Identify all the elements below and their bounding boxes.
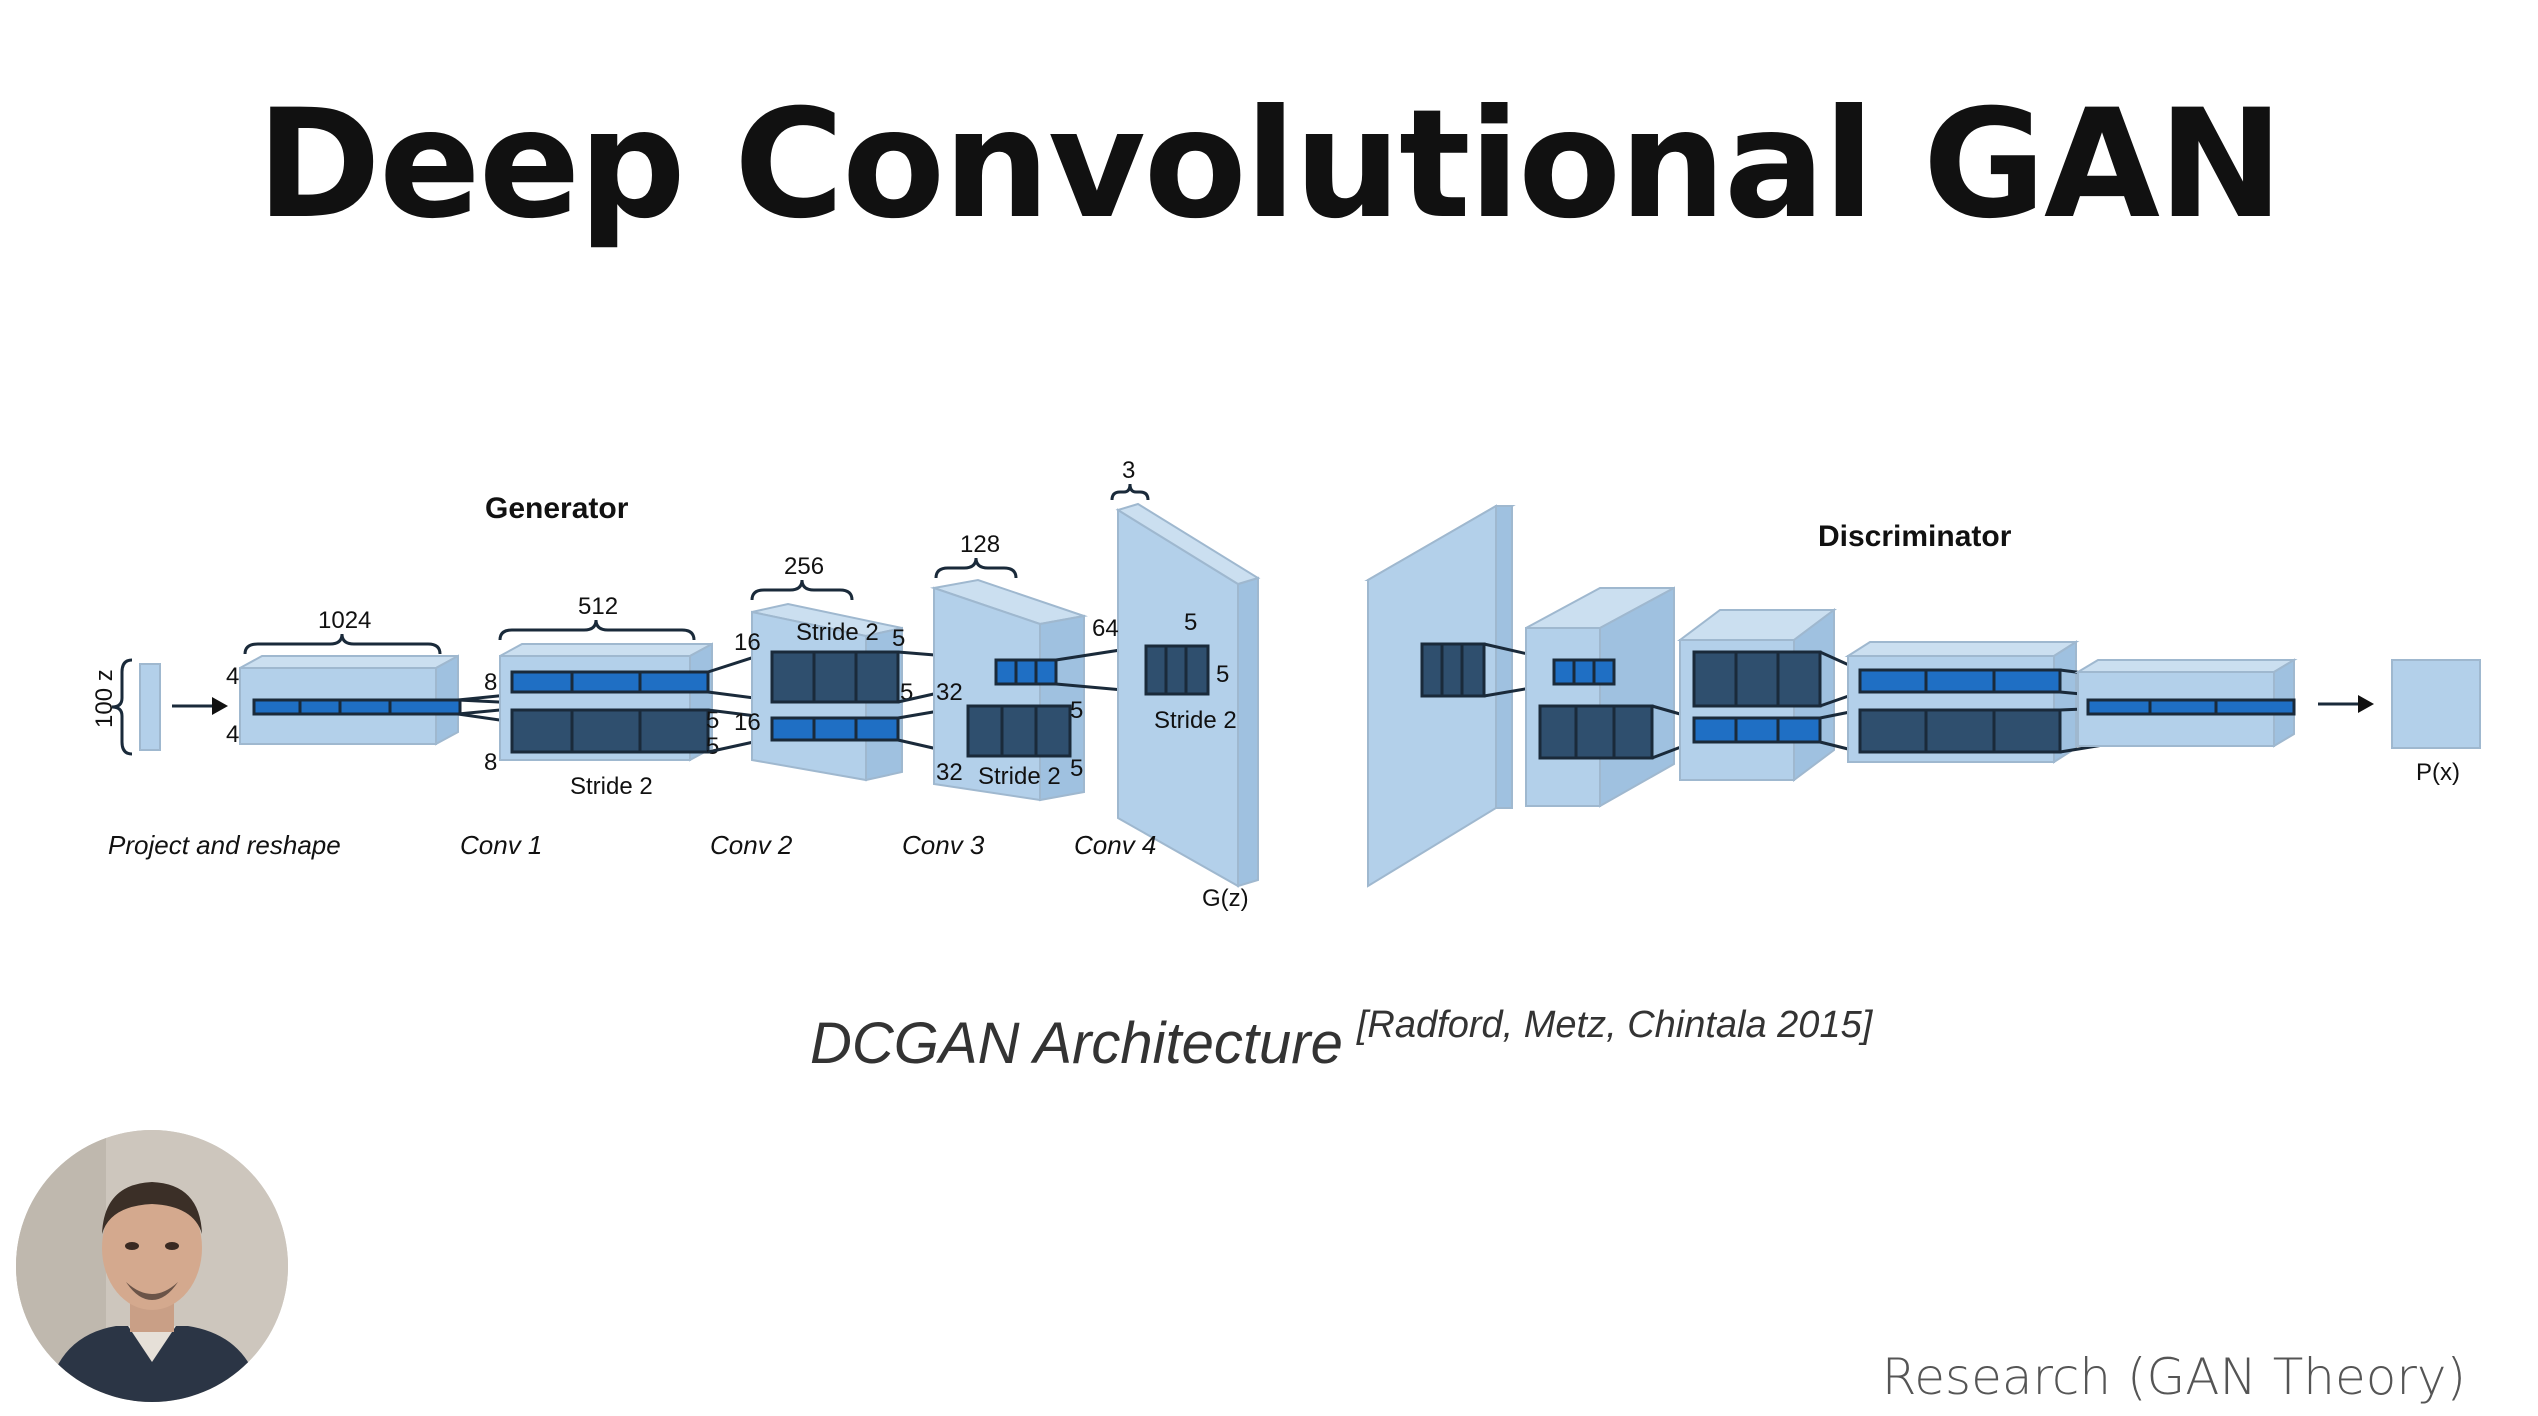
depth-512: 512 <box>578 593 618 620</box>
caption-main: DCGAN Architecture <box>810 1011 1343 1076</box>
caption-citation: [Radford, Metz, Chintala 2015] <box>1357 1004 1872 1046</box>
dim-c2-b: 16 <box>734 709 761 736</box>
conv4-output-block <box>1118 504 1258 886</box>
input-arrowhead <box>212 697 228 715</box>
dim-c2-k1: 5 <box>892 625 905 652</box>
dim-pr-b: 4 <box>226 721 239 748</box>
stage-conv4: Conv 4 <box>1074 830 1156 860</box>
dim-pr-a: 4 <box>226 663 239 690</box>
conv4-stride-label: Stride 2 <box>1154 707 1237 734</box>
output-arrowhead <box>2358 695 2374 713</box>
depth-128: 128 <box>960 531 1000 558</box>
stage-conv1: Conv 1 <box>460 830 542 860</box>
disc-kernel-4b <box>1860 710 2060 752</box>
stage-conv3: Conv 3 <box>902 830 985 860</box>
conv1-stride-label: Stride 2 <box>570 773 653 800</box>
conv3-stride-label: Stride 2 <box>978 763 1061 790</box>
figure-caption: DCGAN Architecture[Radford, Metz, Chinta… <box>810 1010 1872 1077</box>
dim-c4-k1: 5 <box>1184 609 1197 636</box>
dim-c1-k2: 5 <box>706 733 719 760</box>
disc-block-5 <box>2078 660 2294 746</box>
gz-label: G(z) <box>1202 885 1249 912</box>
dim-c4-a: 64 <box>1092 615 1119 642</box>
project-reshape-block <box>240 656 460 744</box>
generator-title: Generator <box>485 492 629 525</box>
z-vector <box>140 664 160 750</box>
dim-c3-k1: 5 <box>1070 697 1083 724</box>
discriminator-title: Discriminator <box>1818 520 2012 553</box>
conv1-kernel-bottom <box>512 710 708 752</box>
presenter-webcam <box>16 1130 288 1402</box>
project-feature-map <box>254 700 460 714</box>
conv3-kernel-top <box>996 660 1056 684</box>
conv2-kernel-top <box>772 652 898 702</box>
disc-kernel-2b <box>1540 706 1652 758</box>
conv1-block <box>500 644 712 760</box>
conv2-stride-label: Stride 2 <box>796 619 879 646</box>
depth-brace-512 <box>500 620 694 640</box>
z-input-label: 100 z <box>91 669 118 728</box>
dim-c4-k2: 5 <box>1216 661 1229 688</box>
conv1-kernel-top <box>512 672 708 692</box>
depth-brace-1024 <box>245 634 440 654</box>
conv4-kernel <box>1146 646 1208 694</box>
dim-c3-k2: 5 <box>1070 755 1083 782</box>
footer-section-label: Research (GAN Theory) <box>1882 1348 2466 1406</box>
px-label: P(x) <box>2416 759 2460 786</box>
dim-c1-b: 8 <box>484 749 497 776</box>
disc-kernel-1 <box>1422 644 1484 696</box>
depth-256: 256 <box>784 553 824 580</box>
dim-c2-a: 16 <box>734 629 761 656</box>
disc-block-4 <box>1848 642 2076 762</box>
presenter-avatar <box>16 1130 288 1402</box>
stage-project-reshape: Project and reshape <box>108 830 341 860</box>
depth-1024: 1024 <box>318 607 371 634</box>
conv3-kernel-bottom <box>968 706 1070 756</box>
stage-conv2: Conv 2 <box>710 830 793 860</box>
disc-kernel-4a <box>1860 670 2060 692</box>
disc-kernel-5 <box>2088 700 2294 714</box>
dim-c3-b: 32 <box>936 759 963 786</box>
disc-kernel-3b <box>1694 718 1820 742</box>
depth-3: 3 <box>1122 457 1135 484</box>
px-output-block <box>2392 660 2480 748</box>
dim-c3-a: 32 <box>936 679 963 706</box>
disc-kernel-3a <box>1694 652 1820 706</box>
disc-block-2 <box>1526 588 1674 806</box>
depth-brace-3 <box>1112 484 1148 500</box>
dim-c1-a: 8 <box>484 669 497 696</box>
disc-kernel-2a <box>1554 660 1614 684</box>
depth-brace-128 <box>936 558 1016 578</box>
conv2-kernel-bottom <box>772 718 898 740</box>
disc-block-3 <box>1680 610 1834 780</box>
depth-brace-256 <box>752 580 852 600</box>
